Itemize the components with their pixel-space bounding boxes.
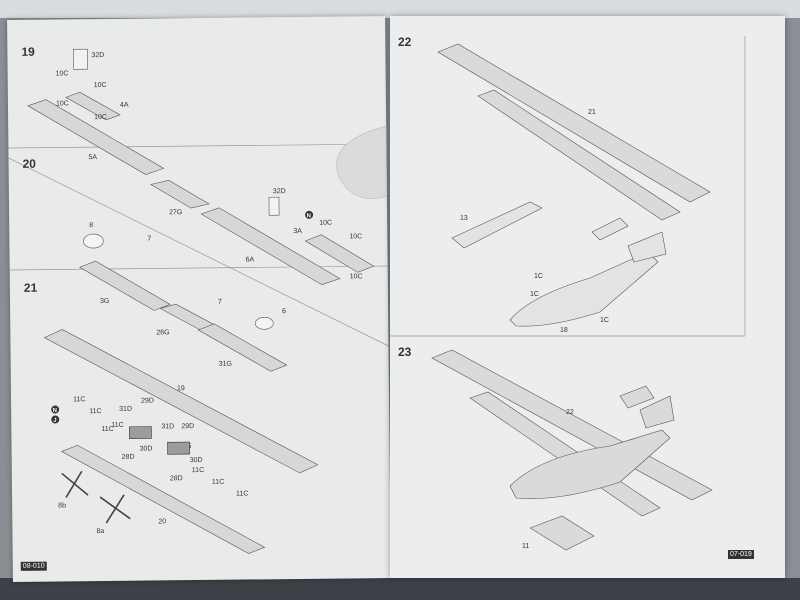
part-label: 27G xyxy=(169,209,182,216)
part-label: 20 xyxy=(158,518,166,525)
part-label: 13 xyxy=(460,215,468,222)
part-11-float xyxy=(529,515,595,551)
part-label: 32D xyxy=(273,188,286,195)
part-label: 3A xyxy=(293,228,302,235)
part-label: 3G xyxy=(100,298,109,305)
part-label: 30D xyxy=(140,445,153,452)
part-label: 8a xyxy=(96,528,104,535)
hull-part-13 xyxy=(451,201,543,249)
part-label: 10C xyxy=(319,220,332,227)
step-number-23: 23 xyxy=(398,345,412,359)
part-label: 18 xyxy=(560,327,568,334)
wing-panel-6A xyxy=(200,207,341,286)
part-label: 11C xyxy=(236,490,248,497)
completed-aircraft xyxy=(431,349,713,517)
step-number-19: 19 xyxy=(21,45,35,59)
right-page-drawing: 22 21 13 1C 1C 18 1C 23 xyxy=(390,35,746,551)
wing-panel-3A xyxy=(304,234,375,273)
part-label: 10C xyxy=(94,114,107,121)
part-label: 22 xyxy=(566,409,574,416)
part-label: 28D xyxy=(170,475,183,482)
part-label: 11C xyxy=(89,408,101,415)
wing-panel-5A xyxy=(27,99,165,175)
badge-n: N xyxy=(307,213,311,219)
part-label: 11C xyxy=(101,426,113,433)
badge-n: N xyxy=(53,408,57,414)
step-divider xyxy=(8,157,389,347)
part-label: 6 xyxy=(282,308,286,315)
left-page-drawing: 19 32D 10C 10C 10C 10C 4A 5A 20 xyxy=(8,45,389,554)
propeller-8a xyxy=(99,494,131,524)
part-label: 10C xyxy=(349,233,362,240)
wing-panel-27G xyxy=(149,179,210,209)
part-label: 4A xyxy=(120,102,129,109)
part-label: 10C xyxy=(56,70,69,77)
part-32D-plate xyxy=(268,196,280,216)
part-label: 1C xyxy=(600,317,609,324)
background-surface xyxy=(0,0,800,18)
page-code: 08-010 xyxy=(20,561,47,571)
step-divider xyxy=(9,265,388,271)
part-label: 7 xyxy=(218,299,222,306)
wing-panel-31G xyxy=(197,323,288,372)
part-label: 10C xyxy=(94,82,107,89)
part-label: 7 xyxy=(147,235,151,242)
page-code: 07-019 xyxy=(728,550,754,559)
part-label: 8b xyxy=(58,502,66,509)
badge-circle xyxy=(51,405,60,414)
part-label: 31D xyxy=(119,406,132,413)
part-label: 11 xyxy=(522,543,529,550)
step-divider xyxy=(8,143,387,149)
propeller-8b xyxy=(61,470,89,498)
page-cutout xyxy=(336,125,388,199)
part-label: 6A xyxy=(246,256,255,263)
part-6-lens xyxy=(254,317,274,330)
upper-wing-19 xyxy=(43,329,319,474)
part-label: 29D xyxy=(141,397,154,404)
part-label: 26G xyxy=(156,329,169,336)
part-label: 28D xyxy=(122,454,135,461)
part-label: 29D xyxy=(181,423,194,430)
part-label: 1C xyxy=(534,273,543,280)
engine-assembly xyxy=(129,426,190,455)
instruction-page-right: 22 21 13 1C 1C 18 1C 23 xyxy=(390,16,785,578)
part-label: 11C xyxy=(111,422,123,429)
part-label: 19 xyxy=(177,385,185,392)
wing-panel-4A xyxy=(65,91,121,121)
part-32D-plate xyxy=(73,48,88,70)
part-label: 11C xyxy=(73,396,85,403)
part-label: 8 xyxy=(89,222,93,229)
part-label: 31G xyxy=(219,361,232,368)
part-label: 10C xyxy=(56,100,69,107)
part-label: 32D xyxy=(91,52,104,59)
wing-panel-3G xyxy=(78,260,171,311)
lower-wing-20 xyxy=(60,444,266,554)
step-number-21: 21 xyxy=(24,281,38,295)
part-label: 10C xyxy=(350,273,363,280)
part-label: 21 xyxy=(588,109,596,116)
part-8-lens xyxy=(83,233,104,249)
part-label: 11C xyxy=(192,467,204,474)
step-number-22: 22 xyxy=(398,35,412,49)
part-label: 30D xyxy=(190,457,203,464)
upper-wing-assembly-21 xyxy=(437,43,711,221)
step-number-20: 20 xyxy=(23,157,37,171)
hull-part-18 xyxy=(509,217,667,327)
badge-j: J xyxy=(53,418,56,424)
part-label: 5A xyxy=(88,154,97,161)
badge-circle xyxy=(51,415,60,424)
part-label: 31D xyxy=(161,423,174,430)
part-label: 11C xyxy=(212,479,224,486)
badge-circle xyxy=(305,210,314,219)
instruction-page-left: 19 32D 10C 10C 10C 10C 4A 5A 20 xyxy=(7,16,391,582)
background-surface-bottom xyxy=(0,578,800,600)
part-label: 1C xyxy=(530,291,539,298)
